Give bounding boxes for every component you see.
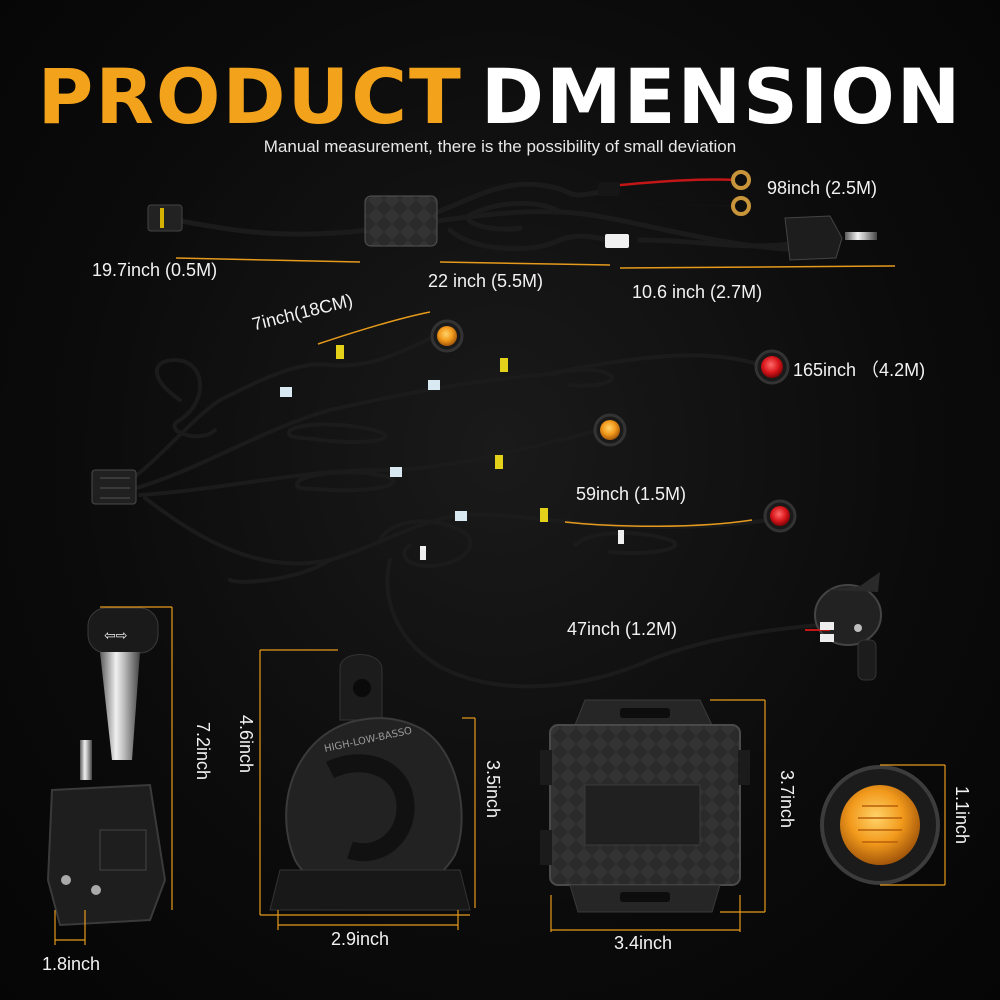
white-connector — [605, 234, 629, 248]
dim-controller-width: 3.4inch — [614, 933, 673, 953]
dim-light-diameter: 1.1inch — [952, 786, 972, 845]
measure-guides-middle — [317, 311, 753, 528]
label-main-cable: 22 inch (5.5M) — [428, 271, 544, 291]
snail-horn: HIGH-LOW-BASSO — [269, 654, 471, 911]
label-long-light-lead: 165inch （4.2M) — [793, 360, 926, 380]
label-switch-lead: 10.6 inch (2.7M) — [632, 282, 763, 302]
red-light-1 — [754, 349, 790, 385]
top-harness — [172, 181, 803, 253]
module-guides — [550, 699, 766, 932]
title-word-dmension: DMENSION — [480, 52, 963, 141]
label-horn-lead: 47inch (1.2M) — [567, 619, 678, 639]
top-control-box — [364, 195, 438, 247]
turn-signal-switch: ⇦⇨ — [46, 607, 167, 927]
light-guides — [880, 764, 946, 886]
ring-terminal-icon — [731, 170, 751, 190]
title-word-product: PRODUCT — [37, 52, 463, 141]
amber-light-1 — [430, 319, 464, 353]
dim-horn-height-right: 3.5inch — [483, 760, 503, 819]
small-toggle-switch — [784, 215, 877, 261]
power-leads — [598, 170, 751, 216]
small-horn-top — [805, 572, 882, 681]
top-connector — [147, 204, 183, 232]
multi-pin-connector — [91, 469, 137, 505]
dim-switch-height: 7.2inch — [193, 722, 213, 781]
dim-horn-height-left: 4.6inch — [236, 715, 256, 774]
amber-light-2 — [593, 413, 627, 447]
amber-marker-light — [820, 765, 940, 885]
dim-controller-height: 3.7inch — [777, 770, 797, 829]
horn-guides — [259, 649, 476, 930]
label-connector-lead: 19.7inch (0.5M) — [92, 260, 218, 280]
red-light-2 — [763, 499, 797, 533]
label-power-lead: 98inch (2.5M) — [767, 178, 878, 198]
measure-guides-top — [175, 257, 896, 269]
switch-guides — [54, 606, 173, 945]
wire-tags — [280, 345, 624, 560]
dim-switch-width: 1.8inch — [42, 954, 101, 974]
control-module — [540, 699, 750, 913]
dim-horn-width: 2.9inch — [331, 929, 390, 949]
arrows-icon: ⇦⇨ — [104, 628, 127, 644]
light-harness — [118, 333, 822, 689]
subtitle: Manual measurement, there is the possibi… — [263, 137, 737, 156]
ring-terminal-icon — [731, 196, 751, 216]
label-mid-light-lead: 59inch (1.5M) — [576, 484, 687, 504]
